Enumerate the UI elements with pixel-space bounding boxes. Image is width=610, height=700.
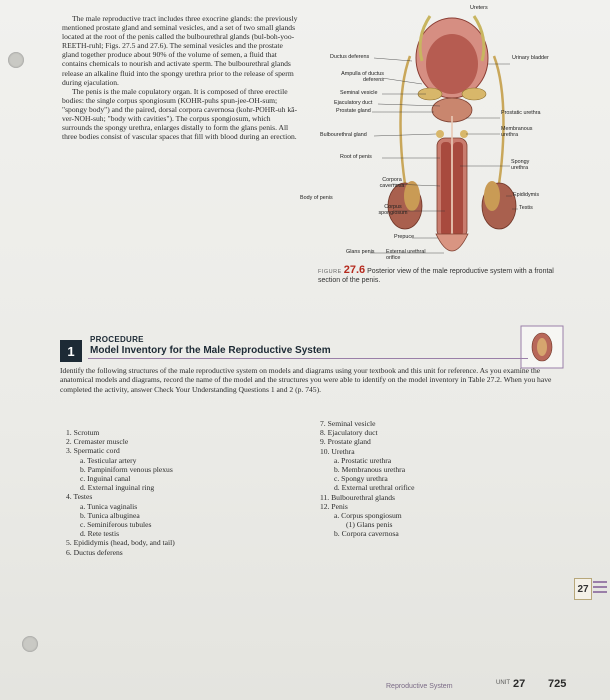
label-corpora-cavernosa: Corpora cavernosa [379, 177, 405, 189]
list-item: b. Corpora cavernosa [334, 529, 399, 539]
procedure-intro: Identify the following structures of the… [60, 366, 560, 394]
ureter-shape [472, 15, 486, 62]
list-item: b. Pampiniform venous plexus [80, 464, 173, 474]
label-prostatic-urethra: Prostatic urethra [501, 110, 541, 116]
label-corpus-spongiosum: Corpus spongiosum [378, 204, 408, 216]
label-bulbourethral-gland: Bulbourethral gland [320, 132, 367, 138]
procedure-title: Model Inventory for the Male Reproductiv… [90, 345, 331, 356]
list-item: 6. Ductus deferens [66, 547, 123, 557]
list-item: b. Tunica albuginea [80, 510, 140, 520]
label-prostate-gland: Prostate gland [336, 108, 371, 114]
label-spongy-urethra: Spongy urethra [511, 159, 530, 171]
list-item: 9. Prostate gland [320, 437, 371, 447]
list-item: d. Rete testis [80, 529, 120, 539]
list-item: a. Tunica vaginalis [80, 501, 138, 511]
list-item: d. External urethral orifice [334, 483, 415, 493]
label-external-urethral-orifice: External urethral orifice [386, 249, 426, 261]
list-item: 8. Ejaculatory duct [320, 428, 378, 438]
list-item: 2. Cremaster muscle [66, 437, 129, 447]
figure-caption: FIGURE 27.6 Posterior view of the male r… [318, 264, 568, 285]
label-epididymis: Epididymis [513, 192, 540, 198]
label-testis: Testis [519, 205, 533, 211]
list-item: c. Seminiferous tubules [80, 520, 152, 530]
list-item: 1. Scrotum [66, 428, 100, 437]
model-thumbnail-icon [520, 325, 564, 369]
list-item: b. Membranous urethra [334, 465, 406, 475]
label-root-of-penis: Root of penis [340, 154, 372, 160]
list-item: 11. Bulbourethral glands [320, 492, 396, 502]
list-item: 4. Testes [66, 492, 93, 502]
list-item: 12. Penis [320, 501, 348, 511]
glans-shape [435, 233, 469, 252]
binder-hole-top [8, 52, 24, 68]
label-prepuce: Prepuce [394, 234, 415, 240]
figure-27-6: Ureters Ductus deferens Urinary bladder … [300, 5, 600, 276]
list-item: a. Prostatic urethra [334, 455, 392, 465]
list-item: 7. Seminal vesicle [320, 419, 376, 428]
male-reproductive-illustration [370, 15, 518, 254]
label-glans-penis: Glans penis [346, 249, 375, 255]
list-item: d. External inguinal ring [80, 483, 155, 493]
label-ejaculatory-duct: Ejaculatory duct [334, 100, 373, 106]
list-item: c. Inguinal canal [80, 474, 131, 484]
list-item: 5. Epididymis (head, body, and tail) [66, 538, 175, 548]
procedure-number: 1 [60, 340, 82, 362]
figure-caption-text: Posterior view of the male reproductive … [318, 268, 554, 284]
binder-hole-bottom [22, 636, 38, 652]
list-item: 10. Urethra [320, 446, 355, 456]
side-page-number: 27 [574, 578, 592, 600]
body-paragraph: The penis is the male copulatory organ. … [62, 86, 298, 142]
figure-label: FIGURE [318, 269, 342, 275]
list-item: c. Spongy urethra [334, 474, 388, 484]
procedure-label: PROCEDURE [90, 335, 144, 344]
label-ductus-deferens: Ductus deferens [330, 54, 370, 60]
side-page-tab: 27 [574, 578, 608, 600]
label-membranous-urethra: Membranous urethra [501, 126, 533, 138]
label-body-of-penis: Body of penis [300, 195, 333, 201]
footer-unit-number: 27 [513, 678, 526, 690]
list-item: a. Corpus spongiosum [334, 511, 402, 521]
footer-page-number: 725 [548, 678, 567, 690]
ureter-shape [418, 15, 432, 62]
list-item: a. Testicular artery [80, 455, 137, 465]
procedure-divider [88, 358, 528, 360]
label-ureters: Ureters [470, 5, 488, 11]
figure-number: 27.6 [343, 264, 366, 276]
label-urinary-bladder: Urinary bladder [512, 55, 549, 61]
label-seminal-vesicle: Seminal vesicle [340, 90, 378, 96]
footer-section: Reproductive System [386, 683, 453, 690]
body-paragraph: The male reproductive tract includes thr… [62, 14, 298, 87]
list-item: (1) Glans penis [346, 520, 393, 530]
procedure-intro-text: Identify the following structures of the… [60, 366, 552, 394]
body-text-column: The male reproductive tract includes thr… [62, 14, 300, 141]
footer-unit-label: UNIT [496, 680, 510, 686]
list-item: 3. Spermatic cord [66, 446, 120, 456]
page-footer: Reproductive System UNIT 27 725 [386, 678, 566, 690]
label-ampulla: Ampulla of ductus deferens [341, 71, 384, 83]
